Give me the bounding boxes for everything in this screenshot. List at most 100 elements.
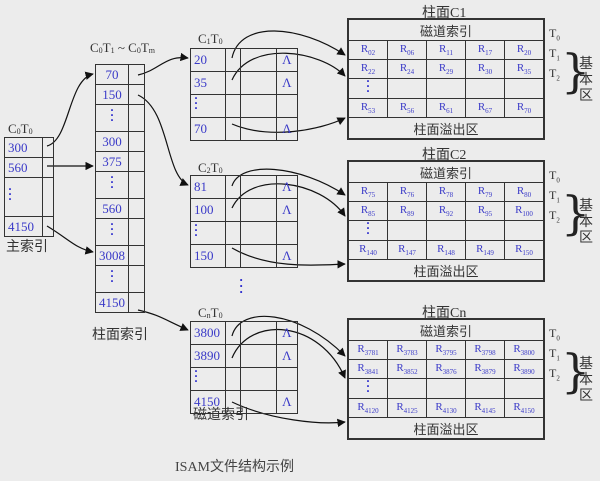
base-pointer-cell [224,367,241,391]
pointer-cell [128,131,145,152]
main-index-row: ··· [4,177,54,217]
track-label: T1 [549,346,560,363]
pointer-cell [128,104,145,132]
track-index-header: 磁道索引 [348,19,544,41]
pointer-cell [42,216,54,237]
overflow-key-cell [239,94,277,118]
pointer-cell [42,177,54,217]
pointer-cell [128,151,145,172]
record-cell [504,220,544,241]
record-cell: ··· [348,216,388,241]
pointer-cell [128,198,145,219]
pointer-cell [128,218,145,246]
record-cell: R150 [504,240,544,260]
index-key: 3008 [95,245,129,266]
cylinder-index-row: 560 [95,198,145,219]
pointer-cell [42,157,54,178]
track-key: 20 [190,48,226,72]
base-pointer-cell [224,221,241,245]
record-cell: R79 [465,182,505,202]
ellipsis-icon: ··· [365,74,370,98]
track-key: 3890 [190,344,226,368]
record-cell: R4120 [348,398,388,418]
record-cell: R3783 [387,340,427,360]
ellipsis-icon: ··· [109,264,114,288]
track-label: T0 [549,168,560,185]
record-cell: R56 [387,98,427,118]
track-index-header: 磁道索引 [348,319,544,341]
track-row: ··· [348,374,544,399]
record-cell: R149 [465,240,505,260]
record-cell: R06 [387,40,427,60]
track-index-title-c2: C2T0 [198,160,223,175]
null-pointer-cell: Λ [275,198,299,222]
track-key: 35 [190,71,226,95]
cylinder-index-row: 4150 [95,292,145,313]
record-cell: R3879 [465,359,505,379]
record-cell: R148 [426,240,466,260]
null-pointer-cell: Λ [275,344,299,368]
base-pointer-cell [224,244,241,268]
pointer-cell [128,265,145,293]
cylinder-index-row: 300 [95,131,145,152]
overflow-key-cell [239,367,277,391]
overflow-area: 柱面溢出区 [348,117,544,139]
record-cell: R3781 [348,340,388,360]
pointer-arrow [137,52,189,76]
record-cell [465,378,505,399]
pointer-cell [128,171,145,199]
ellipsis-icon: ··· [109,217,114,241]
record-cell: R20 [504,40,544,60]
overflow-area: 柱面溢出区 [348,259,544,281]
pointer-cell [128,64,145,85]
record-cell [387,78,427,99]
record-cell: R02 [348,40,388,60]
overflow-key-cell [239,117,277,141]
overflow-key-cell [239,321,277,345]
base-pointer-cell [224,71,241,95]
record-cell: R89 [387,201,427,221]
track-index-row: ··· [190,91,299,118]
track-label: T2 [549,366,560,383]
ellipsis-icon: ··· [194,364,199,388]
track-index-row: ··· [190,364,299,391]
ellipsis-icon: ··· [194,91,199,115]
record-cell [387,378,427,399]
pointer-arrow [137,94,189,186]
cylinder-index-row: ··· [95,217,145,246]
record-cell: R3852 [387,359,427,379]
basic-area-label: 基本区 [579,56,593,104]
ellipsis-icon: ··· [365,374,370,398]
figure-caption: ISAM文件结构示例 [175,460,295,475]
cylinder-index-title: C0T1 ~ C0Tm [90,40,156,55]
track-label: T1 [549,188,560,205]
track-key: 81 [190,175,226,199]
overflow-key-cell [239,198,277,222]
record-cell: R11 [426,40,466,60]
overflow-key-cell [239,244,277,268]
record-cell: R4125 [387,398,427,418]
index-key: ··· [95,264,129,293]
ellipsis-icon: ··· [365,216,370,240]
ellipsis-icon: ··· [109,170,114,194]
pointer-cell [128,292,145,313]
main-index-row: 560 [4,157,54,178]
index-key: ··· [95,170,129,199]
track-index-label: 磁道索引 [193,408,249,423]
index-key: 375 [95,151,129,172]
record-cell [504,78,544,99]
overflow-area: 柱面溢出区 [348,417,544,439]
main-index-row: 300 [4,137,54,158]
record-cell [387,220,427,241]
record-cell: R95 [465,201,505,221]
index-key: 150 [95,84,129,105]
cylinder-title: 柱面C2 [422,148,467,163]
overflow-key-cell [239,344,277,368]
cylinder-index-row: 70 [95,64,145,85]
